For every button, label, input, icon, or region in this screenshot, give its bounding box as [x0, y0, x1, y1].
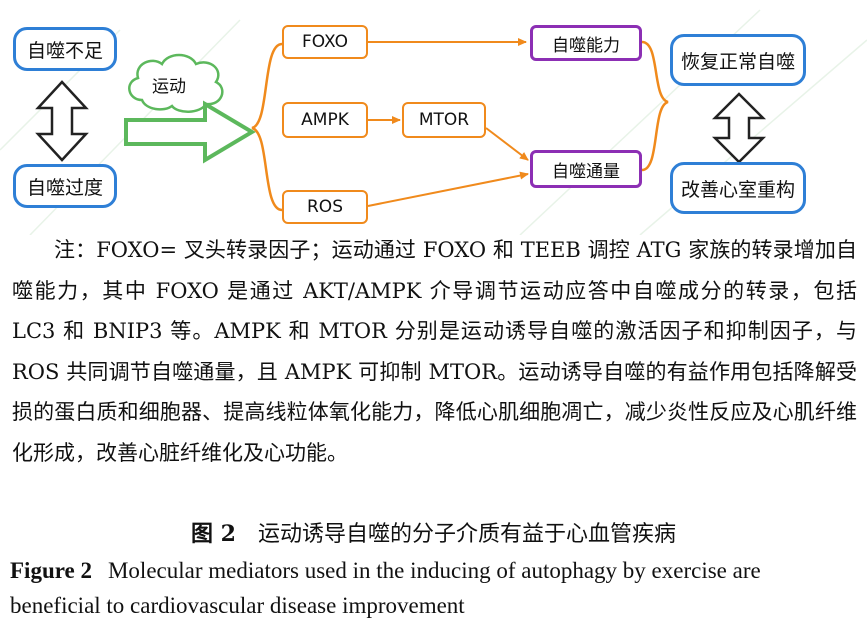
- box-autophagy-capacity: 自噬能力: [530, 25, 642, 61]
- box-improve-remodeling: 改善心室重构: [670, 162, 806, 214]
- box-autophagy-deficiency: 自噬不足: [13, 27, 117, 71]
- caption-cn-label: 图 2: [191, 521, 236, 547]
- figure-diagram: 自噬不足 自噬过度 运动 FOXO AMPK ROS MTOR 自噬能力 自噬通…: [0, 0, 867, 235]
- caption-cn-text: 运动诱导自噬的分子介质有益于心血管疾病: [257, 522, 676, 547]
- box-autophagy-excess: 自噬过度: [13, 164, 117, 208]
- cloud-shape: [128, 53, 224, 113]
- box-restore-autophagy: 恢复正常自噬: [670, 34, 806, 86]
- diagram-connectors: [0, 9, 867, 235]
- box-foxo: FOXO: [282, 25, 368, 59]
- box-ros: ROS: [282, 190, 368, 224]
- green-arrow: [124, 100, 256, 164]
- double-arrow-right: [711, 92, 767, 164]
- arrow-mtor-to-flux: [485, 127, 529, 161]
- cloud-label-exercise: 运动: [152, 77, 186, 97]
- caption-chinese: 图 2 运动诱导自噬的分子介质有益于心血管疾病: [0, 516, 867, 548]
- right-bracket: [641, 40, 669, 172]
- figure-note: 注：FOXO= 叉头转录因子；运动通过 FOXO 和 TEEB 调控 ATG 家…: [12, 230, 857, 473]
- double-arrow-left: [35, 80, 89, 162]
- box-mtor: MTOR: [402, 102, 486, 138]
- caption-en-text: Molecular mediators used in the inducing…: [10, 558, 761, 618]
- caption-en-label: Figure 2: [10, 558, 92, 583]
- arrow-ros-to-flux: [367, 171, 529, 207]
- box-ampk: AMPK: [282, 102, 368, 138]
- left-bracket: [251, 42, 283, 212]
- box-autophagy-flux: 自噬通量: [530, 150, 642, 188]
- note-text: 注：FOXO= 叉头转录因子；运动通过 FOXO 和 TEEB 调控 ATG 家…: [12, 238, 857, 465]
